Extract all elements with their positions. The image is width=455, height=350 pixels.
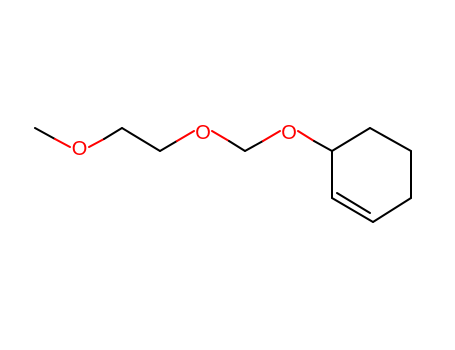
ring-double-bond-inner-line [336,192,371,214]
atom-label-o3: O [281,122,297,144]
bond-o2-ch2-carbon-half [228,140,246,152]
bond-methyl-o1-carbon-half [34,127,56,140]
bond-o1-ch2-oxygen-half [88,138,105,148]
bond-ch2-ch2 [121,127,161,152]
bond-ch2-o2-carbon-half [159,140,178,152]
atom-label-o2: O [195,122,211,144]
atom-label-o1: O [72,138,88,160]
bond-methyl-o1-oxygen-half [54,138,71,148]
bond-o2-ch2-oxygen-half [211,130,230,142]
ring-bond-c4-c5 [372,197,412,223]
ring-bond-c2-c3 [369,127,412,152]
bond-ch2-o3-oxygen-half [262,130,281,142]
bond-o1-ch2-carbon-half [103,127,123,140]
bond-ch2-o3-carbon-half [244,140,264,152]
ring-bond-c1-c2 [331,127,371,152]
bond-o3-ring-carbon-half [313,140,333,152]
bond-ch2-o2-oxygen-half [176,130,195,142]
bond-o3-ring-oxygen-half [297,130,315,142]
ring-bond-c5-c6 [331,197,374,223]
